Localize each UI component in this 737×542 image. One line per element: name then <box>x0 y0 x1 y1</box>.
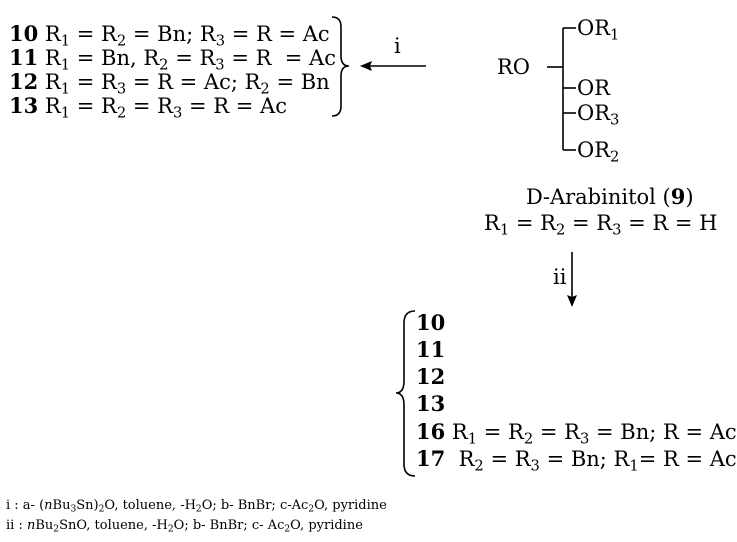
bottom-list-item-10: 10 <box>416 310 446 335</box>
structure-ro: RO <box>497 55 531 79</box>
bottom-list-item-16: 16 R1 = R2 = R3 = Bn; R = Ac <box>416 419 737 448</box>
structure-or2: OR2 <box>577 138 620 166</box>
arrow-ii-label: ii <box>553 265 567 289</box>
footnote-ii: ii : nBu2SnO, toluene, -H2O; b- BnBr; c-… <box>6 518 363 535</box>
top-list-item-10: 10 R1 = R2 = Bn; R3 = R = Ac <box>9 21 330 50</box>
compound-definition: R1 = Bn, R2 = R3 = R = Ac <box>44 46 336 74</box>
arrow-ii-head <box>567 295 577 307</box>
bottom-list-item-12: 12 <box>416 364 446 389</box>
top-list-item-11: 11 R1 = Bn, R2 = R3 = R = Ac <box>9 45 336 74</box>
bottom-list-item-11: 11 <box>416 337 446 362</box>
top-list-brace <box>331 16 350 117</box>
compound-definition: R2 = R3 = Bn; R1= R = Ac <box>451 447 737 475</box>
top-list-item-13: 13 R1 = R2 = R3 = R = Ac <box>9 93 287 122</box>
arrow-i-head <box>360 61 372 71</box>
compound-definition: R1 = R3 = R = Ac; R2 = Bn <box>44 70 330 98</box>
compound-prefix: D <box>526 185 543 209</box>
compound-number: 13 <box>9 93 39 118</box>
compound-number: 12 <box>9 69 39 94</box>
compound-definition: R1 = R2 = R3 = Bn; R = Ac <box>451 420 737 448</box>
compound-number: 17 <box>416 446 446 471</box>
compound-number: 16 <box>416 419 446 444</box>
compound-definition: R1 = R2 = Bn; R3 = R = Ac <box>44 22 330 50</box>
bottom-list-brace <box>395 310 416 477</box>
compound-name-text: -Arabinitol <box>542 185 656 209</box>
top-list-item-12: 12 R1 = R3 = R = Ac; R2 = Bn <box>9 69 330 98</box>
compound-number: 10 <box>9 21 39 46</box>
footnote-i: i : a- (nBu3Sn)2O, toluene, -H2O; b- BnB… <box>6 498 387 515</box>
compound-definition: R1 = R2 = R3 = R = H <box>484 211 718 239</box>
compound-name: D-Arabinitol (9) <box>526 184 694 209</box>
structure-or: OR <box>577 76 611 100</box>
compound-number: 11 <box>9 45 39 70</box>
structure-or3: OR3 <box>577 101 620 129</box>
compound-number: 9 <box>670 184 686 209</box>
compound-definition: R1 = R2 = R3 = R = Ac <box>44 94 287 122</box>
structure-or1: OR1 <box>577 16 620 44</box>
bottom-list-item-13: 13 <box>416 391 446 416</box>
arrow-i-label: i <box>394 34 401 58</box>
bottom-list-item-17: 17 R2 = R3 = Bn; R1= R = Ac <box>416 446 737 475</box>
